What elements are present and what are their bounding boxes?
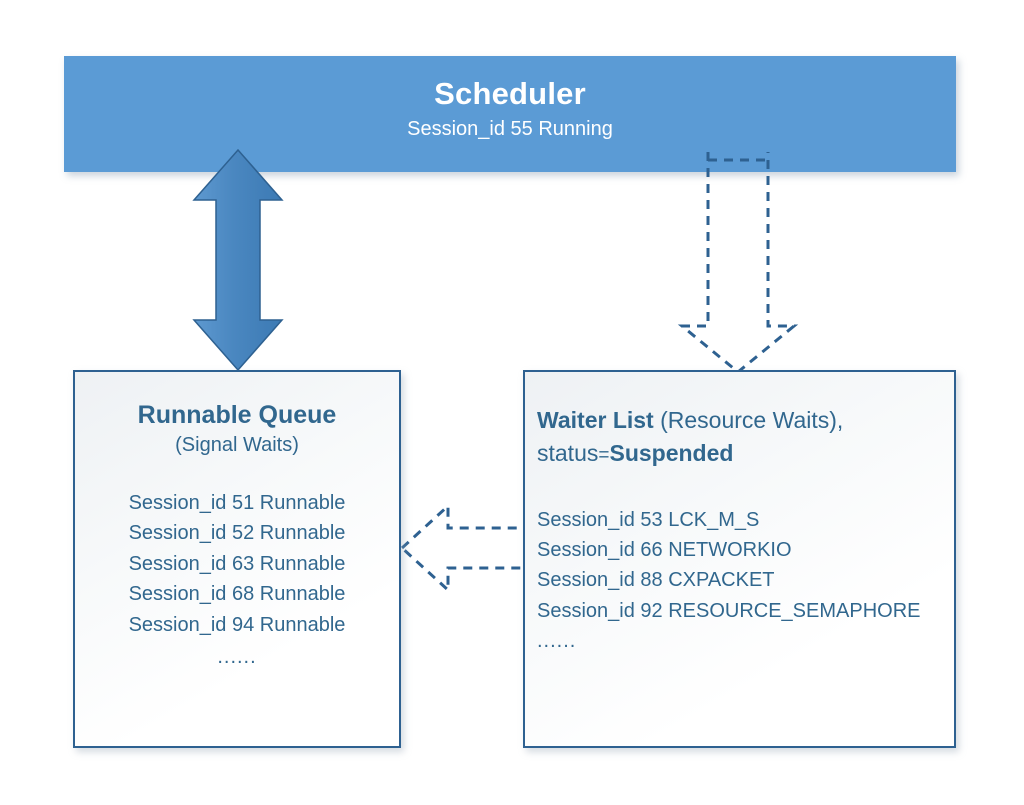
waiter-list-status-label: status xyxy=(537,440,599,467)
runnable-queue-title: Runnable Queue xyxy=(137,401,337,429)
list-item: Session_id 94 Runnable xyxy=(128,613,346,636)
runnable-queue-list: Session_id 51 Runnable Session_id 52 Run… xyxy=(85,488,389,672)
waiter-list-ellipsis: ...... xyxy=(537,630,577,653)
waiter-list-title-suffix: (Resource Waits), xyxy=(660,407,844,433)
runnable-queue-ellipsis: ...... xyxy=(217,645,257,668)
scheduler-to-runnable-queue-double-arrow xyxy=(192,148,284,372)
waiter-list-panel: Waiter List (Resource Waits), status=Sus… xyxy=(523,370,956,748)
waiter-list-status-line: status=Suspended xyxy=(537,437,942,470)
waiter-list-items: Session_id 53 LCK_M_S Session_id 66 NETW… xyxy=(537,505,942,657)
list-item: Session_id 66 NETWORKIO xyxy=(537,539,792,562)
waiter-list-status-value: Suspended xyxy=(609,440,734,467)
scheduler-title: Scheduler xyxy=(434,76,586,111)
list-item: Session_id 52 Runnable xyxy=(128,522,346,545)
waiter-list-to-runnable-queue-dashed-arrow xyxy=(399,502,528,594)
scheduler-subtitle: Session_id 55 Running xyxy=(407,117,613,140)
scheduler-header-block: Scheduler Session_id 55 Running xyxy=(64,56,956,172)
scheduler-to-waiter-list-dashed-arrow xyxy=(677,152,799,374)
list-item: Session_id 92 RESOURCE_SEMAPHORE xyxy=(537,599,921,622)
waiter-list-title: Waiter List xyxy=(537,407,654,433)
list-item: Session_id 63 Runnable xyxy=(128,552,346,575)
waiter-list-status-equals: = xyxy=(598,445,610,467)
list-item: Session_id 88 CXPACKET xyxy=(537,569,775,592)
runnable-queue-subtitle: (Signal Waits) xyxy=(175,434,299,456)
runnable-queue-panel: Runnable Queue (Signal Waits) Session_id… xyxy=(73,370,401,748)
list-item: Session_id 53 LCK_M_S xyxy=(537,508,760,531)
waiter-list-title-line: Waiter List (Resource Waits), xyxy=(537,404,942,437)
list-item: Session_id 51 Runnable xyxy=(128,492,346,514)
list-item: Session_id 68 Runnable xyxy=(128,583,346,606)
